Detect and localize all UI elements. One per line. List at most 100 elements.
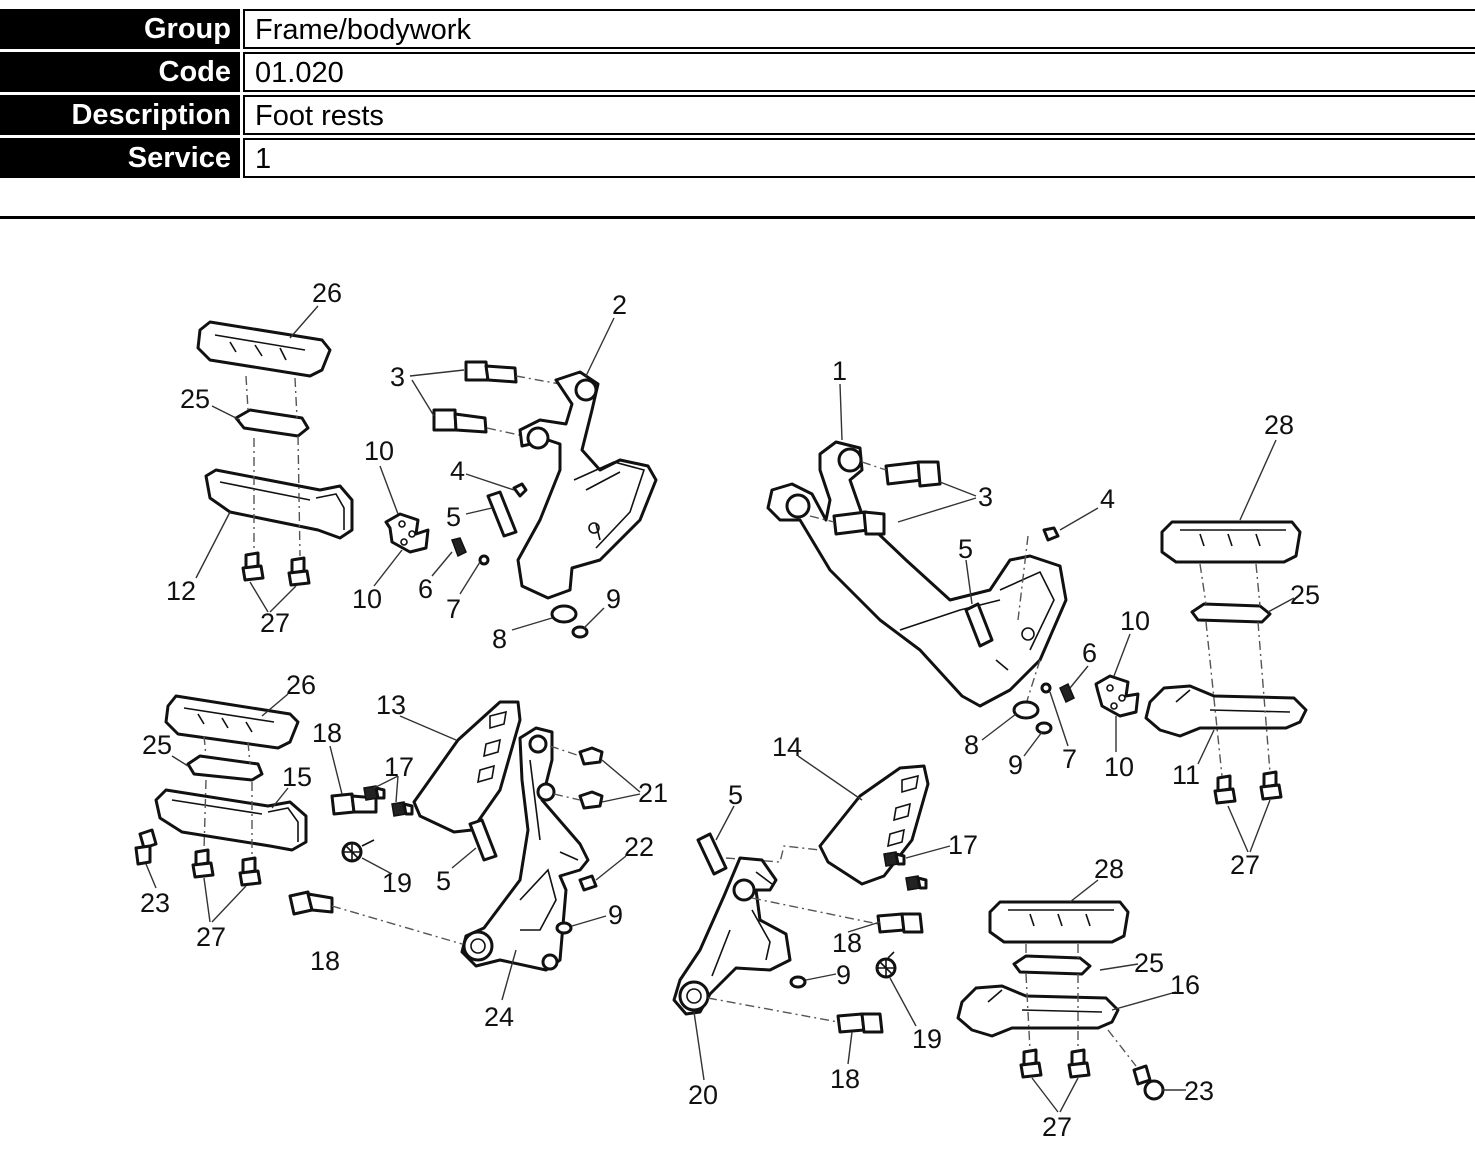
callout-9: 9 <box>608 900 623 930</box>
bracket-2 <box>516 370 658 600</box>
section-divider <box>0 216 1475 219</box>
callout-21: 21 <box>638 778 668 808</box>
callout-5: 5 <box>728 780 743 810</box>
bolt-18-lower-right <box>836 1012 884 1034</box>
clip-9-topleft <box>571 625 589 639</box>
footpeg-rubber-28-right <box>1160 520 1302 564</box>
washer-8-right <box>1012 700 1040 720</box>
callout-27: 27 <box>260 608 290 638</box>
callout-17: 17 <box>384 752 414 782</box>
bolts-21 <box>578 746 604 810</box>
footpeg-plate-25-right <box>1190 602 1272 624</box>
callout-10: 10 <box>1120 606 1150 636</box>
header-row-code: Code 01.020 <box>0 52 1475 92</box>
plate-20 <box>672 856 792 1016</box>
callout-19: 19 <box>382 868 412 898</box>
bolt-3-upper <box>464 360 518 384</box>
callout-8: 8 <box>964 730 979 760</box>
footpeg-rubber-26-topleft <box>196 320 332 378</box>
callout-18: 18 <box>832 928 862 958</box>
clip-9-right <box>1035 721 1053 735</box>
callout-12: 12 <box>166 576 196 606</box>
pin-5-topleft <box>486 490 518 538</box>
bolt-3-right-lower <box>832 510 886 536</box>
header-row-group: Group Frame/bodywork <box>0 9 1475 49</box>
callout-14: 14 <box>772 732 802 762</box>
callout-3: 3 <box>978 482 993 512</box>
bolt-3-right-upper <box>884 460 942 488</box>
footpeg-plate-25-bottomleft <box>186 754 264 782</box>
callout-23: 23 <box>1184 1076 1214 1106</box>
bolt-3-lower <box>432 408 488 434</box>
clip-9-bottomleft <box>555 921 573 935</box>
callout-3: 3 <box>390 362 405 392</box>
group-value: Frame/bodywork <box>243 9 1475 49</box>
bolt-18-upper-right <box>876 912 924 934</box>
footpeg-body-11-right <box>1144 684 1308 738</box>
bolts-27-bottomright <box>1019 1048 1091 1079</box>
pin-5-right-bottom <box>696 832 728 876</box>
callout-5: 5 <box>446 502 461 532</box>
description-label: Description <box>0 95 240 135</box>
callout-6: 6 <box>1082 638 1097 668</box>
code-value: 01.020 <box>243 52 1475 92</box>
code-label: Code <box>0 52 240 92</box>
callout-5: 5 <box>436 866 451 896</box>
callout-6: 6 <box>418 574 433 604</box>
callout-9: 9 <box>836 960 851 990</box>
detent-23-bottomright <box>1132 1064 1165 1101</box>
callout-13: 13 <box>376 690 406 720</box>
callout-10: 10 <box>1104 752 1134 782</box>
plate-24 <box>460 726 590 972</box>
callout-24: 24 <box>484 1002 514 1032</box>
spring-6-right <box>1059 682 1075 704</box>
callout-4: 4 <box>450 456 465 486</box>
footpeg-body-12-topleft <box>204 468 354 540</box>
heel-guard-13 <box>412 700 522 834</box>
callout-10: 10 <box>352 584 382 614</box>
callout-1: 1 <box>832 356 847 386</box>
screw-4-right <box>1042 526 1060 542</box>
callout-5: 5 <box>958 534 973 564</box>
spring-6-topleft <box>451 537 467 558</box>
callout-labels: 26 25 12 27 3 2 10 10 4 5 6 7 8 9 1 3 4 … <box>140 278 1320 1142</box>
footpeg-body-15-bottomleft <box>154 788 308 852</box>
bracket-10-right <box>1094 674 1140 718</box>
callout-25: 25 <box>1134 948 1164 978</box>
leader-lines <box>145 305 1295 1113</box>
callout-27: 27 <box>196 922 226 952</box>
bolt-18-lower-bottomleft <box>288 890 334 916</box>
callout-4: 4 <box>1100 484 1115 514</box>
pin-5-right <box>964 602 994 648</box>
header-row-service: Service 1 <box>0 138 1475 178</box>
group-label: Group <box>0 9 240 49</box>
bolts-27-topleft <box>241 551 311 587</box>
screw-4-topleft <box>512 482 528 498</box>
callout-26: 26 <box>312 278 342 308</box>
callout-9: 9 <box>1008 750 1023 780</box>
pin-5-bottomleft <box>468 818 498 862</box>
callout-2: 2 <box>612 290 627 320</box>
callout-28: 28 <box>1264 410 1294 440</box>
callout-20: 20 <box>688 1080 718 1110</box>
callout-26: 26 <box>286 670 316 700</box>
callout-17: 17 <box>948 830 978 860</box>
callout-18: 18 <box>310 946 340 976</box>
service-value: 1 <box>243 138 1475 178</box>
callout-16: 16 <box>1170 970 1200 1000</box>
footpeg-rubber-26-bottomleft <box>164 694 300 750</box>
callout-27: 27 <box>1230 850 1260 880</box>
callout-28: 28 <box>1094 854 1124 884</box>
ball-7-right <box>1040 682 1052 694</box>
callout-18: 18 <box>830 1064 860 1094</box>
bolts-27-right <box>1213 770 1283 805</box>
description-value: Foot rests <box>243 95 1475 135</box>
callout-25: 25 <box>142 730 172 760</box>
bolt-22 <box>578 874 598 892</box>
callout-7: 7 <box>446 594 461 624</box>
callout-23: 23 <box>140 888 170 918</box>
footpeg-rubber-28-bottomright <box>988 900 1130 944</box>
service-label: Service <box>0 138 240 178</box>
bolts-27-bottomleft <box>191 848 262 887</box>
